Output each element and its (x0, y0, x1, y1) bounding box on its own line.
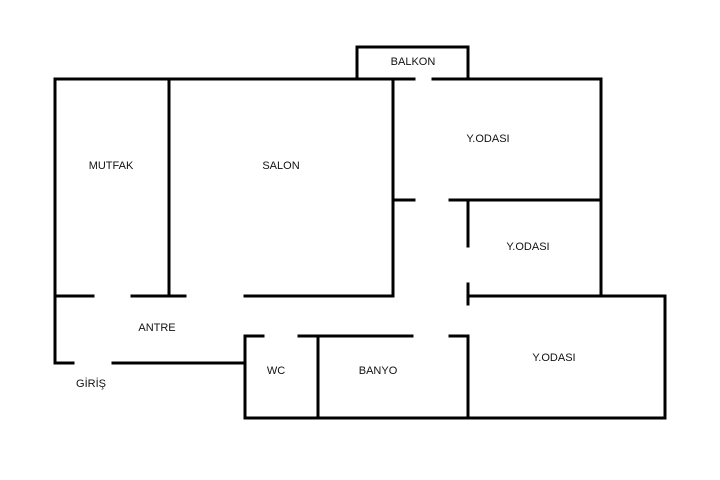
label-balkon: BALKON (391, 56, 436, 68)
label-giris: GİRİŞ (76, 377, 106, 390)
balcony-walls (355, 45, 470, 81)
label-yatak-odasi-2: Y.ODASI (506, 241, 549, 253)
bedroom-3-walls (466, 294, 667, 420)
label-yatak-odasi-3: Y.ODASI (532, 352, 575, 364)
label-mutfak: MUTFAK (89, 160, 134, 172)
label-salon: SALON (262, 160, 299, 172)
wc-walls (243, 334, 320, 420)
label-yatak-odasi-1: Y.ODASI (466, 133, 509, 145)
label-banyo: BANYO (359, 365, 398, 377)
label-antre: ANTRE (138, 322, 175, 334)
label-wc: WC (267, 365, 285, 377)
salon-walls (243, 77, 395, 298)
